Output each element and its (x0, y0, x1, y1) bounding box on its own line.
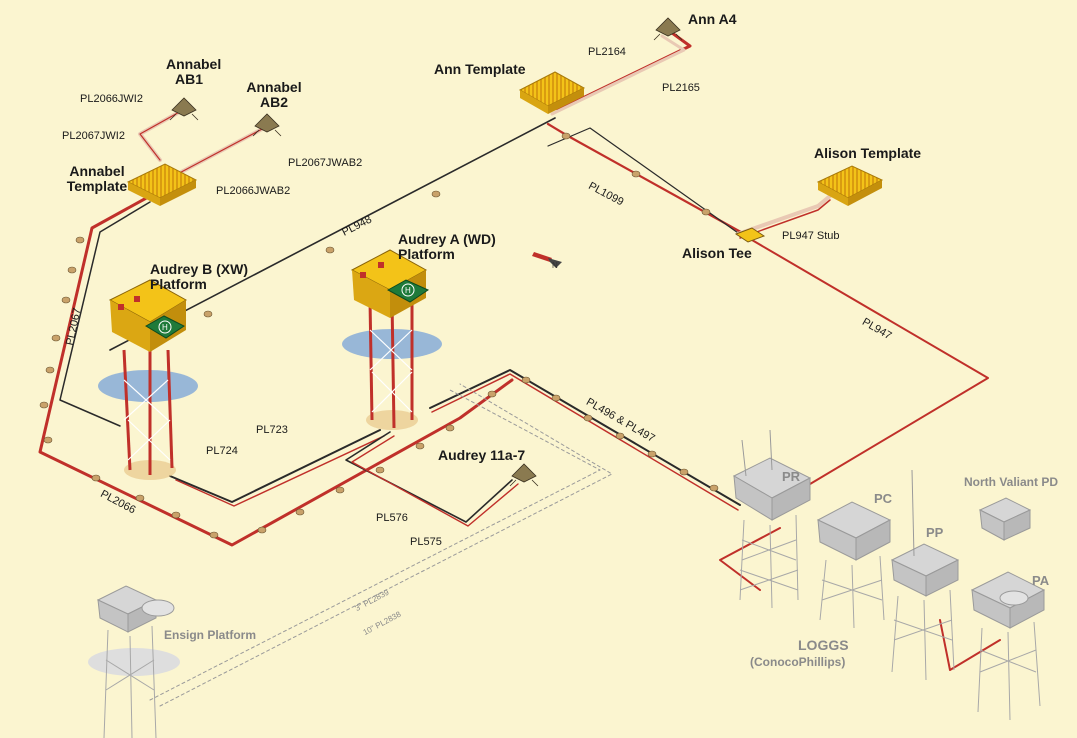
pipe-pl2067 (59, 201, 151, 427)
label-alison-template: Alison Template (814, 145, 922, 161)
label-pl723: PL723 (256, 424, 288, 436)
wellhead-audrey-11a7 (509, 463, 539, 487)
pipe-annabel-ab1 (138, 108, 185, 162)
audrey-a-platform-structure: H (342, 249, 442, 430)
svg-text:N: N (552, 261, 558, 270)
label-pl724: PL724 (206, 445, 238, 457)
annabel-template-structure (126, 163, 198, 206)
label-ann-template: Ann Template (434, 61, 526, 77)
pipe-pl2839 (159, 383, 613, 707)
wellhead-annabel-ab1 (169, 97, 199, 121)
pipe-pl575 (351, 435, 519, 527)
alison-tee-structure (734, 227, 766, 243)
pipe-pl576 (345, 431, 513, 523)
label-pp: PP (926, 525, 944, 540)
pipelines (38, 28, 1001, 707)
wellhead-annabel-ab2 (252, 113, 282, 137)
wellhead-ann-a4 (653, 17, 683, 41)
label-loggs: LOGGS (798, 637, 849, 653)
pipe-couplings (39, 132, 719, 539)
label-pl2066jwi2: PL2066JWI2 (80, 93, 143, 105)
label-pl2164: PL2164 (588, 46, 626, 58)
label-pl2066jwab2: PL2066JWAB2 (216, 185, 291, 197)
label-ensign: Ensign Platform (164, 628, 257, 642)
loggs-complex (732, 429, 1046, 721)
pipe-pl2165 (550, 34, 686, 116)
label-pl2067jwi2: PL2067JWI2 (62, 130, 125, 142)
label-audrey-11a7: Audrey 11a-7 (438, 447, 526, 463)
svg-text:H: H (162, 323, 168, 332)
label-pl576: PL576 (376, 512, 408, 524)
audrey-b-platform-structure (98, 279, 198, 480)
label-pa: PA (1032, 573, 1050, 588)
ensign-platform-structure (88, 585, 180, 738)
label-conocophillips: (ConocoPhillips) (750, 655, 846, 669)
label-pl2165: PL2165 (662, 82, 700, 94)
label-audrey-b: Audrey B (XW) Platform (150, 261, 248, 293)
label-annabel-ab1: Annabel AB1 (166, 56, 222, 88)
ann-template-structure (518, 71, 586, 114)
pipe-pl723 (175, 435, 385, 507)
pipe-pl948-loop (547, 127, 749, 241)
label-annabel-template: Annabel Template (66, 163, 128, 195)
label-pr: PR (782, 469, 801, 484)
svg-text:H: H (405, 286, 411, 295)
pipe-loggs-internal (719, 527, 781, 591)
helideck-icon: H (158, 320, 172, 334)
label-north-valiant: North Valiant PD (964, 475, 1059, 489)
label-annabel-ab2: Annabel AB2 (246, 79, 302, 111)
pipe-alison-stub (736, 194, 832, 236)
pipe-pl724 (169, 429, 381, 503)
label-ann-a4: Ann A4 (688, 11, 737, 27)
label-pl575: PL575 (410, 536, 442, 548)
label-pl947-stub: PL947 Stub (782, 230, 840, 242)
label-alison-tee: Alison Tee (682, 245, 752, 261)
label-audrey-a: Audrey A (WD) Platform (398, 231, 496, 263)
pipe-pl2838 (149, 389, 601, 701)
label-pc: PC (874, 491, 893, 506)
pipe-pl947 (751, 239, 989, 491)
label-pl2067jwab2: PL2067JWAB2 (288, 157, 363, 169)
north-arrow-icon: N (532, 252, 562, 270)
alison-template-structure (816, 165, 884, 206)
pipe-pl496-497 (429, 369, 741, 506)
